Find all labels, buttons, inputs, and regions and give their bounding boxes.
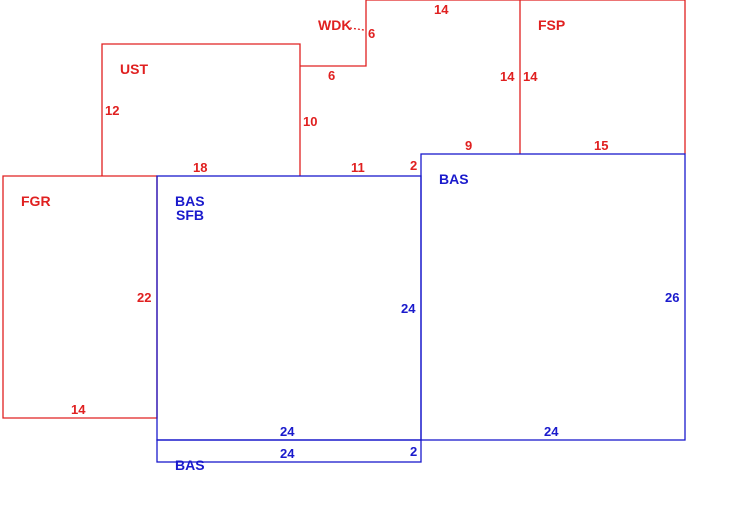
fsp-left-dimension: 14 (523, 69, 538, 84)
ust-label: UST (120, 61, 148, 77)
bas-right-bottom-dimension: 24 (544, 424, 559, 439)
bas-right-outline (420, 153, 686, 441)
ust-outline (101, 43, 301, 176)
fgr-right-dimension: 22 (137, 290, 151, 305)
bas-sfb-right-dimension: 24 (401, 301, 416, 316)
fsp-outline (520, 0, 686, 154)
wdk-left-dimension: 6 (368, 26, 375, 41)
sfb-label: SFB (176, 207, 204, 223)
ust-left-dimension: 12 (105, 103, 119, 118)
fgr-outline (2, 175, 158, 419)
bas-right-label: BAS (439, 171, 469, 187)
wdk-outline (300, 0, 521, 154)
bas-strip-outline (156, 439, 422, 463)
bas-strip-top-dimension: 24 (280, 446, 295, 461)
wdk-dotted-leader (349, 27, 365, 31)
fgr-bottom-dimension: 14 (71, 402, 86, 417)
bas-sfb-bottom-dimension: 24 (280, 424, 295, 439)
ust-right-dimension: 10 (303, 114, 317, 129)
wdk-label: WDK (318, 17, 351, 33)
fsp-bottom-dimension: 15 (594, 138, 608, 153)
ust-bottom-dimension: 18 (193, 160, 207, 175)
bas-sfb-label: BAS (175, 193, 205, 209)
bas-right-right-dimension: 26 (665, 290, 679, 305)
fgr-label: FGR (21, 193, 51, 209)
bas-right-top-left-dimension: 2 (410, 158, 417, 173)
bas-strip-label: BAS (175, 457, 205, 473)
bas-strip-right-dimension: 2 (410, 444, 417, 459)
fsp-label: FSP (538, 17, 565, 33)
wdk-bottom-dimension: 6 (328, 68, 335, 83)
wdk-top-dimension: 14 (434, 2, 449, 17)
bas-sfb-top-dimension: 11 (351, 160, 365, 175)
wdk-right-dimension: 14 (500, 69, 515, 84)
bas-right-top-dimension: 9 (465, 138, 472, 153)
